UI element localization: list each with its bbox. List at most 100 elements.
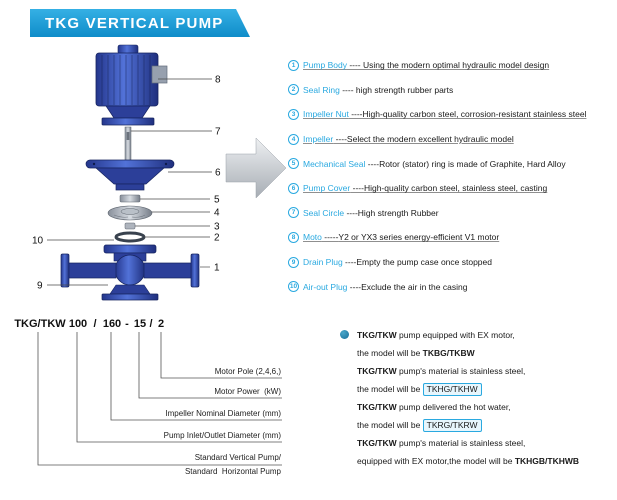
parts-list-item: 5 Mechanical Seal ----Rotor (stator) rin… [288,151,616,176]
callout-lines [47,78,212,286]
part-separator: ---- [346,60,363,71]
parts-list-item: 7 Seal Circle ----High strength Rubber [288,201,616,226]
model-code-pole: 2 [157,318,165,330]
part-number-badge: 5 [288,158,299,170]
part-description: Empty the pump case once stopped [356,257,492,268]
part-separator: ---- [344,207,358,218]
motor-shape [95,44,168,126]
mechanical-seal-shape [119,194,141,203]
parts-list-item: 8 Moto -----Y2 or YX3 series energy-effi… [288,225,616,250]
callout-1: 1 [214,263,220,274]
note-text: pump equipped with EX motor, [396,330,515,340]
part-number-badge: 1 [288,59,299,71]
label-motor-power: Motor Power (kW) [214,387,281,396]
part-description: High-quality carbon steel, corrosion-res… [362,109,587,120]
parts-list-item: 1 Pump Body ---- Using the modern optima… [288,53,616,78]
part-description: Rotor (stator) ring is made of Graphite,… [379,158,566,169]
note-line: TKG/TKW pump equipped with EX motor, [357,326,615,344]
seal-ring-shape [114,231,146,243]
note-series: TKG/TKW [357,366,397,376]
part-number-badge: 10 [288,281,299,293]
part-name: Mechanical Seal [303,158,366,169]
part-name: Seal Circle [303,207,345,218]
part-description: high strength rubber parts [355,84,454,95]
pump-exploded-diagram: 8 7 6 5 4 3 2 1 10 9 [32,44,287,301]
parts-list-item: 9 Drain Plug ----Empty the pump case onc… [288,250,616,275]
label-standard-vertical: Standard Vertical Pump/ [194,453,281,462]
model-code-slash2: / [149,318,153,330]
part-name: Drain Plug [303,257,343,268]
note-text: pump's material is stainless steel, [396,438,526,448]
pump-body-shape [60,244,200,301]
callout-5: 5 [214,195,220,206]
part-number-badge: 6 [288,182,299,194]
model-code-power: 15 [133,318,147,330]
model-code-inlet: 100 [68,318,88,330]
part-name: Impeller Nut [303,109,349,120]
part-description: High-quality carbon steel, stainless ste… [363,183,548,194]
note-line: TKG/TKW pump's material is stainless ste… [357,434,615,452]
part-number-badge: 2 [288,84,299,96]
part-separator: ---- [350,183,364,194]
note-line: the model will be TKHG/TKHW [357,380,615,398]
note-text: equipped with EX motor,the model will be [357,456,515,466]
note-model-code: TKRG/TKRW [422,419,482,432]
pump-cover-shape [85,159,175,191]
note-text: the model will be [357,348,423,358]
impeller-nut-shape [124,222,136,230]
part-description: High strength Rubber [357,207,439,218]
note-text: pump delivered the hot water, [396,402,511,412]
label-impeller-diameter: Impeller Nominal Diameter (mm) [165,409,281,418]
part-description: Select the modern excellent hydraulic mo… [346,134,514,145]
part-description: Exclude the air in the casing [361,281,468,292]
part-number-badge: 7 [288,207,299,219]
note-line: equipped with EX motor,the model will be… [357,452,615,470]
label-standard-horizontal: Standard Horizontal Pump [184,467,281,476]
label-inlet-outlet: Pump Inlet/Outlet Diameter (mm) [163,431,281,440]
part-name: Pump Cover [303,183,351,194]
callout-8: 8 [215,75,221,86]
part-name: Impeller [303,134,334,145]
part-separator: ---- [365,158,380,169]
part-name: Air-out Plug [303,281,348,292]
part-separator: ----- [321,232,339,243]
note-model-code: TKHG/TKHW [422,383,482,396]
note-model-code: TKHGB/TKHWB [514,456,580,466]
parts-list: 1 Pump Body ---- Using the modern optima… [288,53,616,299]
callout-6: 6 [215,168,221,179]
part-name: Pump Body [303,60,347,71]
bullet-dot-icon [340,330,349,339]
parts-list-item: 4 Impeller ----Select the modern excelle… [288,127,616,152]
impeller-shape [107,205,153,221]
callout-2: 2 [214,233,220,244]
part-separator: ---- [342,257,357,268]
part-description: Using the modern optimal hydraulic model… [363,60,550,71]
parts-list-item: 10 Air-out Plug ----Exclude the air in t… [288,274,616,299]
parts-list-item: 2 Seal Ring ---- high strength rubber pa… [288,78,616,103]
note-line: the model will be TKBG/TKBW [357,344,615,362]
label-motor-pole: Motor Pole (2,4,6,) [214,367,281,376]
model-code-slash: / [93,318,97,330]
part-separator: ---- [347,281,362,292]
callout-10: 10 [32,236,44,247]
note-model-code: TKBG/TKBW [422,348,475,358]
part-number-badge: 4 [288,133,299,145]
callout-7: 7 [215,127,221,138]
page-title: TKG VERTICAL PUMP [45,14,224,32]
note-text: the model will be [357,420,423,430]
note-text: the model will be [357,384,423,394]
note-line: TKG/TKW pump delivered the hot water, [357,398,615,416]
parts-list-item: 3 Impeller Nut ----High-quality carbon s… [288,102,616,127]
callout-9: 9 [37,281,43,292]
part-number-badge: 8 [288,231,299,243]
model-code-series: TKG/TKW [14,318,66,330]
note-line: TKG/TKW pump's material is stainless ste… [357,362,615,380]
parts-list-item: 6 Pump Cover ----High-quality carbon ste… [288,176,616,201]
model-variant-notes: TKG/TKW pump equipped with EX motor, the… [340,326,615,470]
part-name: Moto [303,232,322,243]
note-series: TKG/TKW [357,330,397,340]
note-text: pump's material is stainless steel, [396,366,526,376]
callout-3: 3 [214,222,220,233]
model-code-dash: - [125,318,129,330]
